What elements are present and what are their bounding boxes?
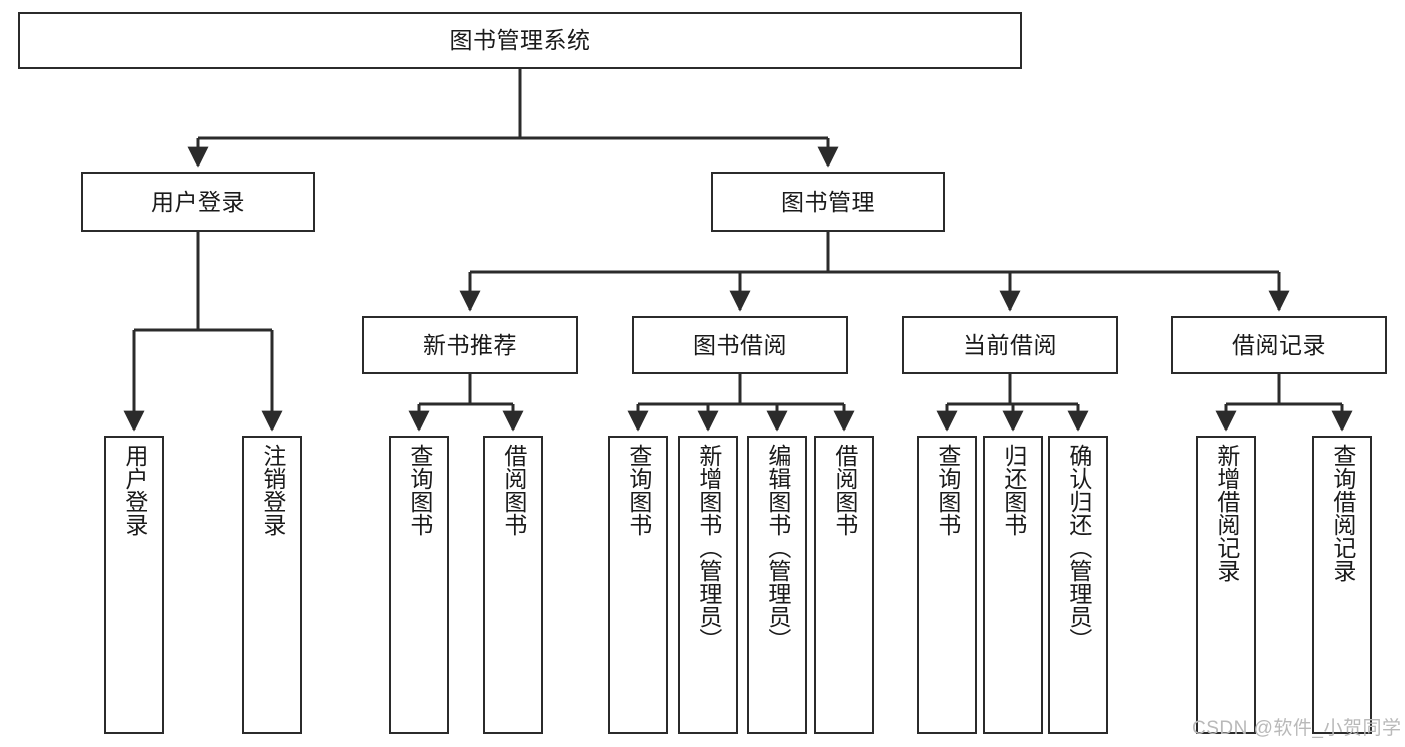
leaf-edit-book-admin[interactable]: 编辑图书（管理员） — [747, 436, 807, 734]
leaf-search-book-newbook-label: 查询图书 — [406, 444, 433, 536]
leaf-borrow-book-label: 借阅图书 — [831, 444, 858, 536]
leaf-search-book-borrow-label: 查询图书 — [625, 444, 652, 536]
leaf-logout-label: 注销登录 — [259, 444, 286, 536]
leaf-borrow-book-newbook-label: 借阅图书 — [500, 444, 527, 536]
node-book-management[interactable]: 图书管理 — [711, 172, 945, 232]
leaf-edit-book-admin-label: 编辑图书（管理员） — [764, 444, 791, 651]
leaf-add-book-admin[interactable]: 新增图书（管理员） — [678, 436, 738, 734]
csdn-watermark: CSDN @软件_小贺同学 — [1192, 718, 1402, 739]
node-borrow-record-label: 借阅记录 — [1232, 331, 1326, 358]
leaf-add-borrow-record[interactable]: 新增借阅记录 — [1196, 436, 1256, 734]
leaf-borrow-book-newbook[interactable]: 借阅图书 — [483, 436, 543, 734]
node-root[interactable]: 图书管理系统 — [18, 12, 1022, 69]
node-book-borrow-label: 图书借阅 — [693, 331, 787, 358]
node-root-label: 图书管理系统 — [449, 27, 591, 53]
node-new-book-recommend[interactable]: 新书推荐 — [362, 316, 578, 374]
leaf-return-book[interactable]: 归还图书 — [983, 436, 1043, 734]
node-borrow-record[interactable]: 借阅记录 — [1171, 316, 1387, 374]
leaf-confirm-return-admin-label: 确认归还（管理员） — [1065, 444, 1092, 651]
leaf-confirm-return-admin[interactable]: 确认归还（管理员） — [1048, 436, 1108, 734]
leaf-search-book-current-label: 查询图书 — [934, 444, 961, 536]
leaf-search-book-newbook[interactable]: 查询图书 — [389, 436, 449, 734]
node-book-borrow[interactable]: 图书借阅 — [632, 316, 848, 374]
node-book-management-label: 图书管理 — [781, 188, 875, 215]
node-user-login-label: 用户登录 — [151, 188, 245, 215]
leaf-add-borrow-record-label: 新增借阅记录 — [1213, 444, 1240, 582]
leaf-search-borrow-record[interactable]: 查询借阅记录 — [1312, 436, 1372, 734]
leaf-search-book-borrow[interactable]: 查询图书 — [608, 436, 668, 734]
node-new-book-recommend-label: 新书推荐 — [423, 331, 517, 358]
leaf-add-book-admin-label: 新增图书（管理员） — [695, 444, 722, 651]
leaf-user-login-label: 用户登录 — [121, 444, 148, 536]
node-current-borrow[interactable]: 当前借阅 — [902, 316, 1118, 374]
leaf-user-login[interactable]: 用户登录 — [104, 436, 164, 734]
node-user-login[interactable]: 用户登录 — [81, 172, 315, 232]
leaf-borrow-book[interactable]: 借阅图书 — [814, 436, 874, 734]
leaf-return-book-label: 归还图书 — [1000, 444, 1027, 536]
node-current-borrow-label: 当前借阅 — [963, 331, 1057, 358]
leaf-logout[interactable]: 注销登录 — [242, 436, 302, 734]
leaf-search-book-current[interactable]: 查询图书 — [917, 436, 977, 734]
leaf-search-borrow-record-label: 查询借阅记录 — [1329, 444, 1356, 582]
